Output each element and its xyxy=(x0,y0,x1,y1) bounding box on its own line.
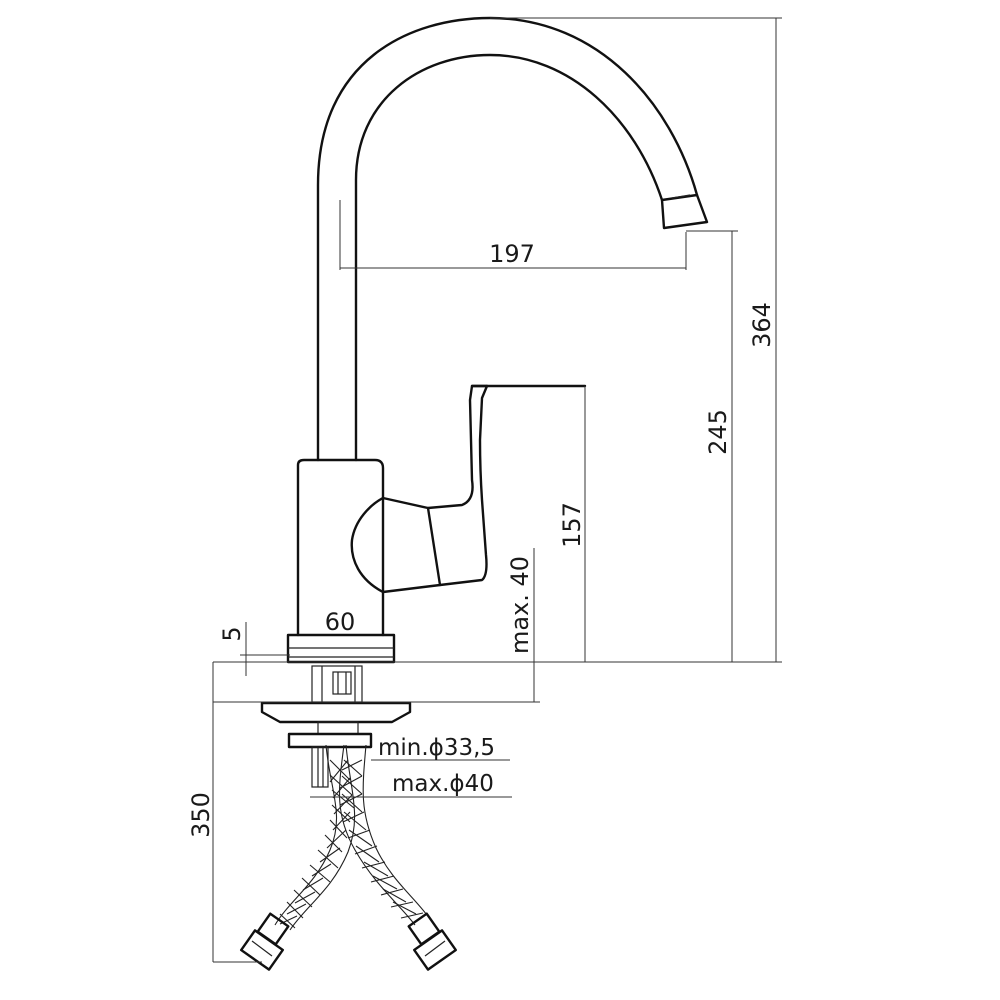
deck-line xyxy=(213,661,782,703)
lever-height-label: 157 xyxy=(558,502,586,548)
spout-height-label: 245 xyxy=(704,409,732,455)
dimension-hole-diameter: min.ϕ33,5 max.ϕ40 xyxy=(310,735,512,798)
max-hole-diameter-label: max.ϕ40 xyxy=(392,771,494,797)
spout-reach-label: 197 xyxy=(489,240,535,268)
mounting-hardware xyxy=(260,665,412,788)
flexible-hose-left xyxy=(239,744,356,971)
faucet-body xyxy=(296,458,385,637)
dimension-lever-height: 157 xyxy=(558,386,586,662)
dimension-base-thickness: 5 xyxy=(218,622,290,676)
spout xyxy=(316,16,709,462)
flexible-hose-right xyxy=(339,744,458,971)
dimension-hose-length: 350 xyxy=(187,662,262,963)
dimension-spout-reach: 197 xyxy=(339,200,687,270)
hose-length-label: 350 xyxy=(187,792,215,838)
min-hole-diameter-label: min.ϕ33,5 xyxy=(378,735,495,761)
dimension-max-deck-thickness: max. 40 xyxy=(506,548,535,702)
dimension-spout-height: 245 xyxy=(686,230,738,662)
overall-height-label: 364 xyxy=(748,302,776,348)
dimension-overall-height: 364 xyxy=(490,17,782,662)
max-deck-thickness-label: max. 40 xyxy=(506,556,534,654)
base-plate xyxy=(286,633,396,664)
base-thickness-label: 5 xyxy=(218,626,246,641)
base-diameter-label: 60 xyxy=(325,608,356,636)
dimension-base-diameter: 60 xyxy=(325,608,356,636)
lever-handle xyxy=(381,384,587,594)
